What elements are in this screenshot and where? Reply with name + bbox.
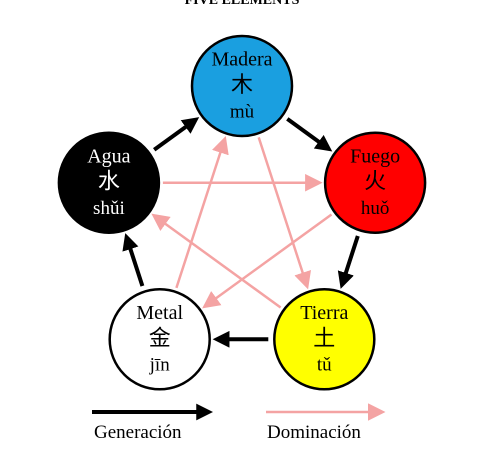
element-pinyin-agua: shǔi	[93, 198, 125, 219]
element-hanzi-madera: 木	[231, 72, 253, 97]
element-hanzi-tierra: 土	[313, 325, 335, 350]
element-name-fuego: Fuego	[350, 145, 400, 167]
legend-generation-label: Generación	[94, 422, 182, 443]
domination-arrow-tierra-to-agua	[151, 213, 282, 309]
generation-arrows	[122, 117, 360, 348]
element-pinyin-metal: jīn	[149, 355, 171, 376]
element-pinyin-fuego: huǒ	[361, 198, 390, 219]
element-name-metal: Metal	[136, 302, 183, 324]
legend: Generación Dominación	[92, 403, 386, 443]
element-circle-fuego	[323, 131, 427, 234]
element-name-agua: Agua	[87, 145, 130, 167]
domination-arrow-fuego-to-metal	[202, 213, 333, 309]
generation-arrow-metal-to-agua	[122, 233, 145, 287]
element-circle-agua	[57, 131, 161, 234]
legend-domination-label: Dominación	[267, 422, 361, 443]
element-pinyin-madera: mù	[230, 101, 255, 122]
element-name-tierra: Tierra	[300, 302, 348, 324]
domination-arrow-metal-to-madera	[175, 135, 229, 289]
element-pinyin-tierra: tǔ	[317, 355, 332, 376]
domination-arrows	[151, 135, 333, 309]
generation-arrow-fuego-to-tierra	[337, 235, 360, 289]
element-hanzi-fuego: 火	[364, 169, 386, 194]
element-name-madera: Madera	[211, 49, 272, 71]
element-circle-metal	[108, 288, 211, 391]
generation-arrow-agua-to-madera	[153, 117, 200, 152]
element-circle-tierra	[273, 288, 376, 391]
element-circle-madera	[190, 34, 294, 138]
domination-arrow-madera-to-tierra	[257, 137, 311, 290]
diagram-caption: FIVE ELEMENTS	[185, 0, 300, 8]
element-hanzi-agua: 水	[98, 169, 120, 194]
generation-arrow-madera-to-fuego	[286, 117, 333, 152]
element-hanzi-metal: 金	[149, 325, 171, 350]
